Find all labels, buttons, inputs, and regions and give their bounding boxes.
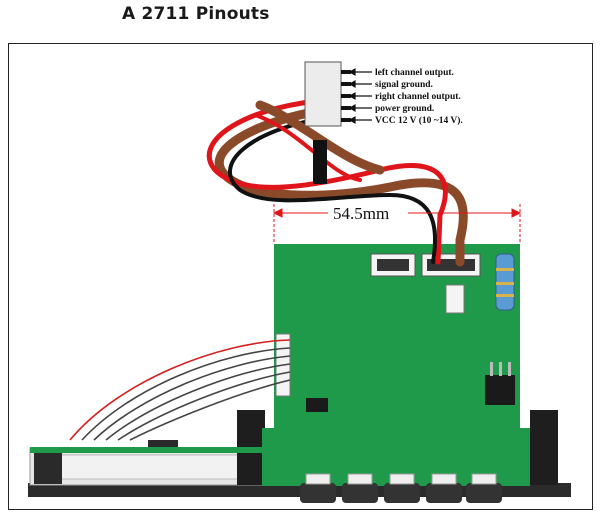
pin-label-right-output: right channel output. bbox=[375, 92, 461, 102]
pin-arrows bbox=[348, 67, 372, 125]
diagram-frame bbox=[8, 43, 593, 510]
dimension-label: 54.5mm bbox=[333, 204, 389, 223]
ribbon-wires bbox=[69, 339, 291, 441]
push-buttons bbox=[300, 473, 502, 503]
side-bracket-right bbox=[530, 410, 558, 485]
ic-chip bbox=[306, 398, 328, 412]
pin-label-power-ground: power ground. bbox=[375, 104, 434, 114]
small-switch bbox=[148, 440, 178, 450]
top-connector bbox=[304, 61, 342, 127]
small-header bbox=[445, 284, 465, 314]
wire-harness bbox=[206, 97, 468, 267]
pin-label-signal-ground: signal ground. bbox=[375, 80, 433, 90]
regulator bbox=[485, 375, 515, 405]
connector-pins bbox=[341, 70, 351, 122]
pin-label-left-output: left channel output. bbox=[375, 68, 454, 78]
power-jack bbox=[34, 452, 62, 484]
pin-label-vcc: VCC 12 V (10 ~14 V). bbox=[375, 115, 463, 126]
page-title: A 2711 Pinouts bbox=[122, 4, 270, 24]
bottom-strip-green bbox=[30, 447, 268, 453]
